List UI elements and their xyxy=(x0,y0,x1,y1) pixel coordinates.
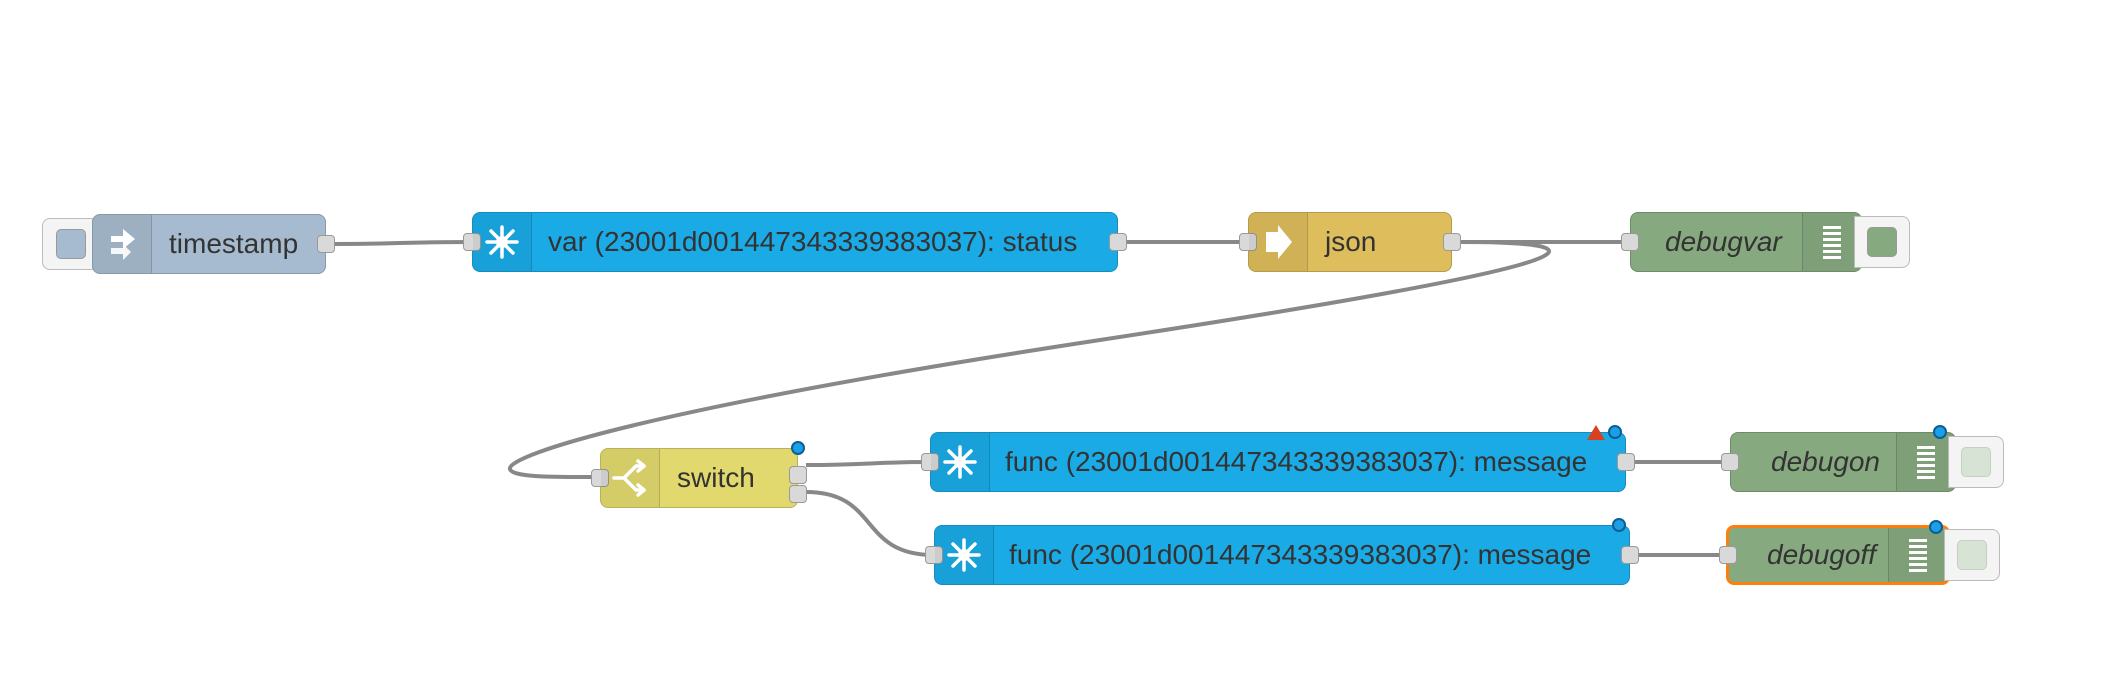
wire-switch-to-func1[interactable] xyxy=(805,460,931,467)
spark-icon xyxy=(935,526,994,584)
node-label: switch xyxy=(677,462,755,493)
output-port[interactable] xyxy=(1617,453,1635,471)
node-label: debugon xyxy=(1771,446,1881,477)
node-label: var (23001d001447343339383037): status xyxy=(548,226,1078,257)
spark-icon xyxy=(931,433,990,491)
input-port[interactable] xyxy=(463,233,481,251)
node-debugon[interactable]: debugon xyxy=(1721,425,1956,492)
input-port[interactable] xyxy=(1239,233,1257,251)
debug-toggle-button-inner xyxy=(1961,447,1991,477)
node-label: debugvar xyxy=(1665,226,1782,257)
wire-json-to-switch[interactable] xyxy=(508,240,1551,480)
debug-toggle-button-inner xyxy=(1867,227,1897,257)
debug-toggle-button[interactable] xyxy=(1948,436,2004,488)
inject-trigger-button[interactable] xyxy=(42,218,100,270)
node-label: json xyxy=(1325,226,1377,257)
changed-indicator-icon xyxy=(791,441,805,455)
input-port[interactable] xyxy=(1721,453,1739,471)
input-port[interactable] xyxy=(925,546,943,564)
node-func-message-2[interactable]: func (23001d001447343339383037): message xyxy=(925,518,1639,585)
node-label: timestamp xyxy=(169,228,299,259)
output-port[interactable] xyxy=(1443,233,1461,251)
inject-trigger-button-inner xyxy=(56,229,86,259)
arrow-in-icon xyxy=(93,215,152,273)
changed-indicator-icon xyxy=(1933,425,1947,439)
output-port[interactable] xyxy=(1621,546,1639,564)
node-json[interactable]: json xyxy=(1239,212,1461,272)
output-port[interactable] xyxy=(1109,233,1127,251)
list-icon xyxy=(1802,213,1861,271)
output-port-2[interactable] xyxy=(789,485,807,503)
output-port[interactable] xyxy=(317,235,335,253)
debug-toggle-button[interactable] xyxy=(1944,529,2000,581)
wire-switch-to-func2[interactable] xyxy=(805,490,935,557)
node-label: func (23001d001447343339383037): message xyxy=(1005,446,1588,477)
node-label: func (23001d001447343339383037): message xyxy=(1009,539,1592,570)
node-func-message-1[interactable]: func (23001d001447343339383037): message xyxy=(921,425,1635,492)
changed-indicator-icon xyxy=(1608,425,1622,439)
node-var-status[interactable]: var (23001d001447343339383037): status xyxy=(463,212,1127,272)
warning-icon xyxy=(1587,425,1605,440)
input-port[interactable] xyxy=(1719,546,1737,564)
changed-indicator-icon xyxy=(1929,520,1943,534)
debug-toggle-button-inner xyxy=(1957,540,1987,570)
wire-timestamp-to-var[interactable] xyxy=(333,240,473,246)
node-timestamp[interactable]: timestamp xyxy=(92,214,335,274)
spark-icon xyxy=(473,213,532,271)
list-icon xyxy=(1896,433,1955,491)
input-port[interactable] xyxy=(921,453,939,471)
input-port[interactable] xyxy=(1621,233,1639,251)
debug-toggle-button[interactable] xyxy=(1854,216,1910,268)
arrow-right-icon xyxy=(1249,213,1308,271)
input-port[interactable] xyxy=(591,469,609,487)
node-debugoff[interactable]: debugoff xyxy=(1719,520,1950,585)
output-port-1[interactable] xyxy=(789,466,807,484)
node-debugvar[interactable]: debugvar xyxy=(1621,212,1862,272)
list-icon xyxy=(1888,528,1947,582)
node-switch[interactable]: switch xyxy=(591,441,807,508)
switch-icon xyxy=(601,449,660,507)
node-label: debugoff xyxy=(1767,539,1876,570)
changed-indicator-icon xyxy=(1612,518,1626,532)
